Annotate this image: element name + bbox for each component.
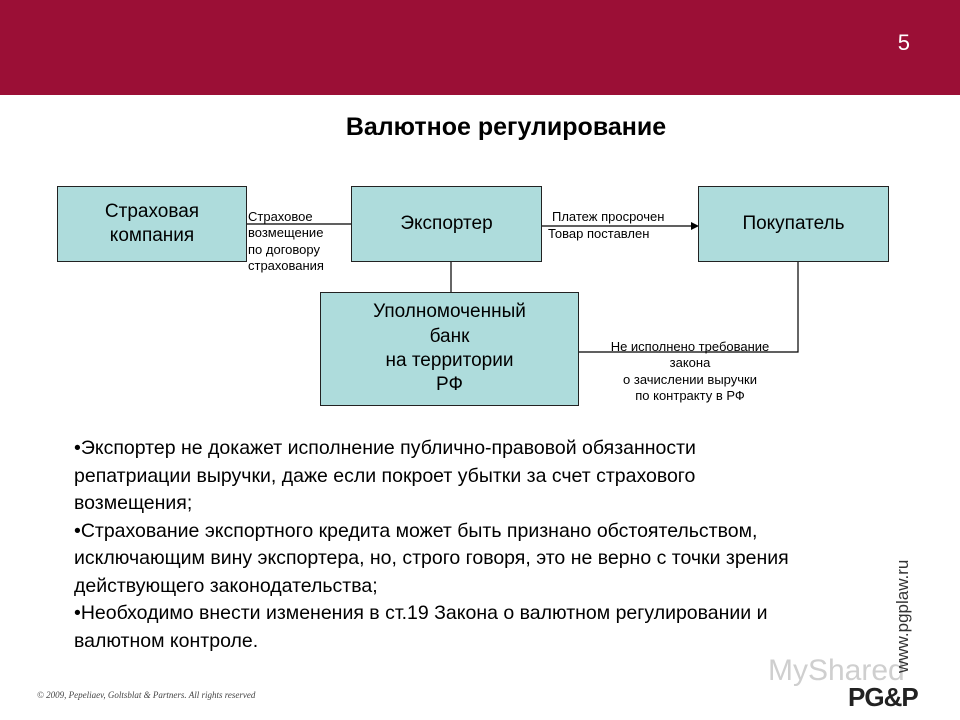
bullet-item: •Необходимо внести изменения в ст.19 Зак… [74, 602, 768, 652]
header-bar: 5 [0, 0, 960, 95]
node-authorized-bank-label: Уполномоченный банк на территории РФ [373, 301, 526, 396]
watermark-text: MyShared [768, 654, 905, 687]
node-exporter-label: Экспортер [400, 212, 493, 234]
buyer-bank-line [578, 262, 799, 353]
node-insurance-company: Страховая компания [57, 186, 247, 262]
copyright-text: © 2009, Pepeliaev, Goltsblat & Partners.… [37, 690, 256, 700]
site-url-vertical: www.pgplaw.ru [893, 560, 912, 674]
bullet-list: •Экспортер не докажет исполнение публичн… [74, 435, 814, 655]
slide-title: Валютное регулирование [345, 113, 667, 141]
label-payment-overdue: Платеж просрочен [551, 209, 666, 226]
bullet-item: •Страхование экспортного кредита может б… [74, 519, 789, 597]
site-url: www.pgplaw.ru [893, 560, 912, 674]
bullet-item: •Экспортер не докажет исполнение публичн… [74, 437, 696, 514]
company-logo: PG&P [848, 682, 919, 712]
node-buyer: Покупатель [698, 186, 889, 262]
label-insurance-compensation: Страховое возмещение по договору страхов… [248, 209, 324, 273]
arrow-head-icon [691, 222, 699, 230]
node-authorized-bank: Уполномоченный банк на территории РФ [320, 292, 579, 406]
node-exporter: Экспортер [351, 186, 542, 262]
node-buyer-label: Покупатель [742, 212, 845, 234]
label-goods-delivered: Товар поставлен [548, 226, 650, 241]
page-number: 5 [897, 30, 910, 55]
label-legal-requirement: Не исполнено требование закона о зачисле… [610, 339, 770, 403]
node-insurance-company-label: Страховая компания [104, 200, 200, 246]
